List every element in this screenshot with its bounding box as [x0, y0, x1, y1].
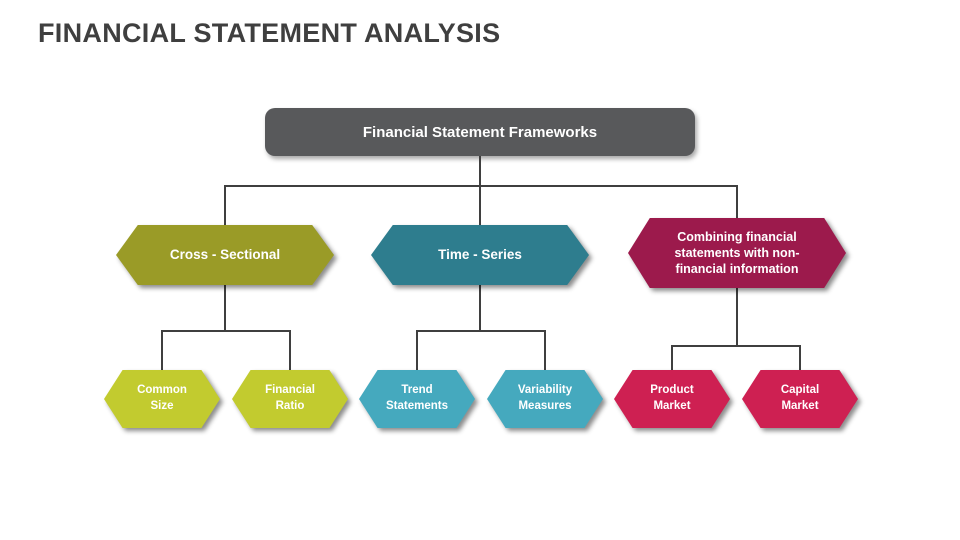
branch-label-time-series: Time - Series	[438, 247, 522, 263]
branch-label-cross-sectional: Cross - Sectional	[169, 247, 281, 263]
connector-drop-common-size	[161, 330, 163, 372]
connector-root-stem	[479, 156, 481, 185]
leaf-label-variability-measures: Variability Measures	[517, 384, 573, 412]
connector-time-stem	[479, 285, 481, 330]
root-node-financial-statement-frameworks: Financial Statement Frameworks	[265, 108, 695, 156]
connector-drop-time-series	[479, 185, 481, 225]
leaf-node-common-size: Common Size	[104, 370, 220, 428]
connector-combining-hbar	[672, 345, 800, 347]
leaf-node-capital-market: Capital Market	[742, 370, 858, 428]
leaf-label-financial-ratio: Financial Ratio	[265, 384, 315, 412]
connector-level1-hbar	[225, 185, 737, 187]
connector-drop-financial-ratio	[289, 330, 291, 372]
leaf-label-common-size: Common Size	[137, 384, 187, 412]
connector-drop-cross-sectional	[224, 185, 226, 225]
connector-drop-product-market	[671, 345, 673, 372]
leaf-label-product-market: Product Market	[650, 384, 694, 412]
connector-cross-stem	[224, 285, 226, 330]
leaf-node-financial-ratio: Financial Ratio	[232, 370, 348, 428]
leaf-node-variability-measures: Variability Measures	[487, 370, 603, 428]
branch-label-combining: Combining financial statements with non-…	[674, 229, 800, 277]
connector-time-hbar	[417, 330, 545, 332]
connector-combining-stem	[736, 288, 738, 345]
connector-drop-combining	[736, 185, 738, 218]
connector-drop-capital-market	[799, 345, 801, 372]
root-node-label: Financial Statement Frameworks	[362, 123, 598, 141]
leaf-label-trend-statements: Trend Statements	[386, 384, 448, 412]
leaf-node-trend-statements: Trend Statements	[359, 370, 475, 428]
branch-node-time-series: Time - Series	[371, 225, 589, 285]
leaf-node-product-market: Product Market	[614, 370, 730, 428]
slide-title: FINANCIAL STATEMENT ANALYSIS	[38, 18, 501, 48]
connector-drop-variability-measures	[544, 330, 546, 372]
branch-node-cross-sectional: Cross - Sectional	[116, 225, 334, 285]
connector-drop-trend-statements	[416, 330, 418, 372]
connector-cross-hbar	[162, 330, 290, 332]
leaf-label-capital-market: Capital Market	[780, 384, 820, 412]
branch-node-combining: Combining financial statements with non-…	[628, 218, 846, 288]
